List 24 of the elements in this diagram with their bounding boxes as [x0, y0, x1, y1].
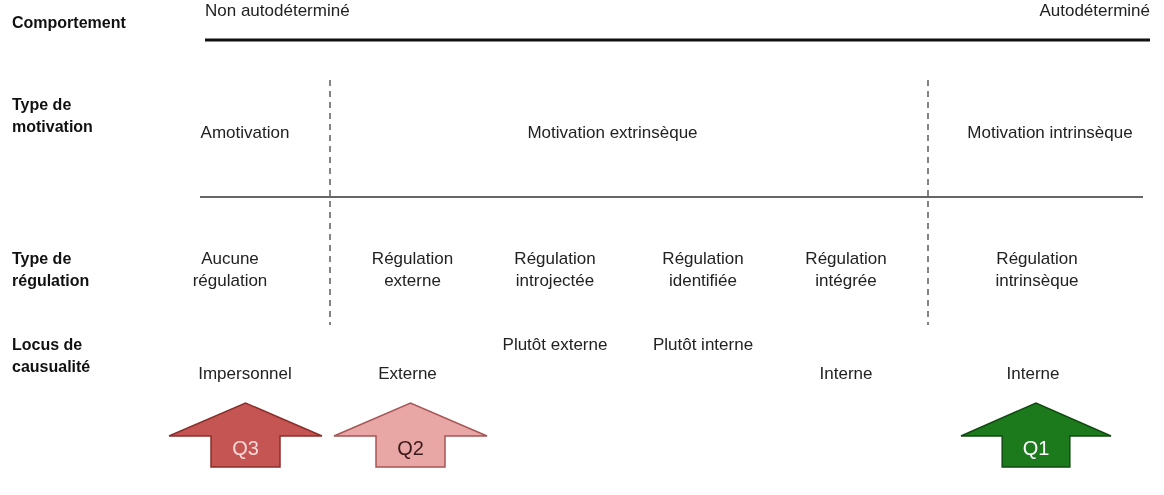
cell-text: Régulation intégrée [804, 248, 888, 292]
cell-text: Régulation introjectée [513, 248, 597, 292]
cell-text: Régulation intrinsèque [994, 248, 1080, 292]
row-heading: Locus de causualité [12, 335, 92, 377]
row-heading: Comportement [12, 13, 127, 33]
block-arrow: Q3 [168, 402, 323, 468]
cell-text: Externe [377, 363, 438, 385]
cell-text: Interne [818, 363, 874, 385]
cell-text: Interne [1005, 363, 1061, 385]
scale-end-text: Autodéterminé [1038, 0, 1150, 22]
scale-end-text: Non autodéterminé [205, 0, 351, 22]
column-heading: Motivation extrinsèque [526, 122, 699, 144]
column-heading: Amotivation [199, 122, 291, 144]
block-arrow: Q2 [333, 402, 488, 468]
row-heading: Type de motivation [12, 95, 94, 137]
cell-text: Régulation externe [370, 248, 455, 292]
row-heading: Type de régulation [12, 249, 91, 291]
cell-text: Plutôt interne [651, 334, 755, 356]
cell-text: Régulation identifiée [661, 248, 745, 292]
block-arrow: Q1 [960, 402, 1112, 468]
column-heading: Motivation intrinsèque [966, 122, 1134, 144]
cell-text: Impersonnel [197, 363, 293, 385]
cell-text: Aucune régulation [191, 248, 269, 292]
cell-text: Plutôt externe [501, 334, 609, 356]
